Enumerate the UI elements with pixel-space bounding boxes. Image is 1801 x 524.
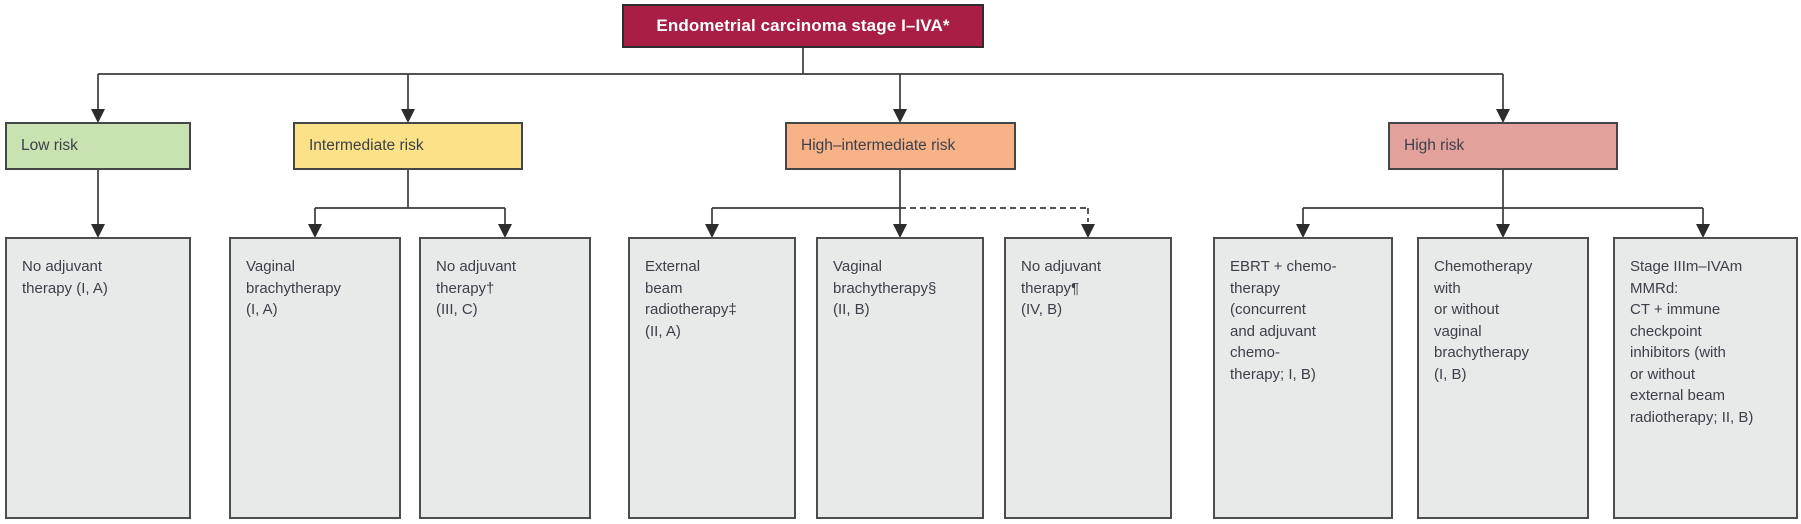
risk-node-high: High risk — [1388, 122, 1618, 170]
treatment-node-chemotherapy-high: Chemotherapy with or without vaginal bra… — [1417, 237, 1589, 519]
root-node-title: Endometrial carcinoma stage I–IVA* — [622, 4, 984, 48]
arrowheads — [91, 109, 1710, 238]
risk-node-high-intermediate: High–intermediate risk — [785, 122, 1016, 170]
dashed-connector — [900, 207, 1089, 222]
risk-label-low: Low risk — [21, 137, 78, 154]
risk-node-low: Low risk — [5, 122, 191, 170]
diagram-title: Endometrial carcinoma stage I–IVA* — [656, 16, 950, 35]
treatment-node-immune-checkpoint-high: Stage IIIm–IVAm MMRd: CT + immune checkp… — [1613, 237, 1798, 519]
risk-label-intermediate: Intermediate risk — [309, 137, 424, 154]
treatment-node-vaginal-brachytherapy-int: Vaginal brachytherapy (I, A) — [229, 237, 401, 519]
treatment-node-ebrt-highint: External beam radiotherapy‡ (II, A) — [628, 237, 796, 519]
risk-node-intermediate: Intermediate risk — [293, 122, 523, 170]
treatment-node-no-adjuvant-int: No adjuvant therapy† (III, C) — [419, 237, 591, 519]
risk-label-high-intermediate: High–intermediate risk — [801, 137, 956, 154]
risk-label-high: High risk — [1404, 137, 1465, 154]
treatment-node-no-adjuvant-low: No adjuvant therapy (I, A) — [5, 237, 191, 519]
treatment-node-no-adjuvant-highint: No adjuvant therapy¶ (IV, B) — [1004, 237, 1172, 519]
treatment-node-vaginal-brachytherapy-highint: Vaginal brachytherapy§ (II, B) — [816, 237, 984, 519]
treatment-node-ebrt-chemotherapy-high: EBRT + chemo- therapy (concurrent and ad… — [1213, 237, 1393, 519]
